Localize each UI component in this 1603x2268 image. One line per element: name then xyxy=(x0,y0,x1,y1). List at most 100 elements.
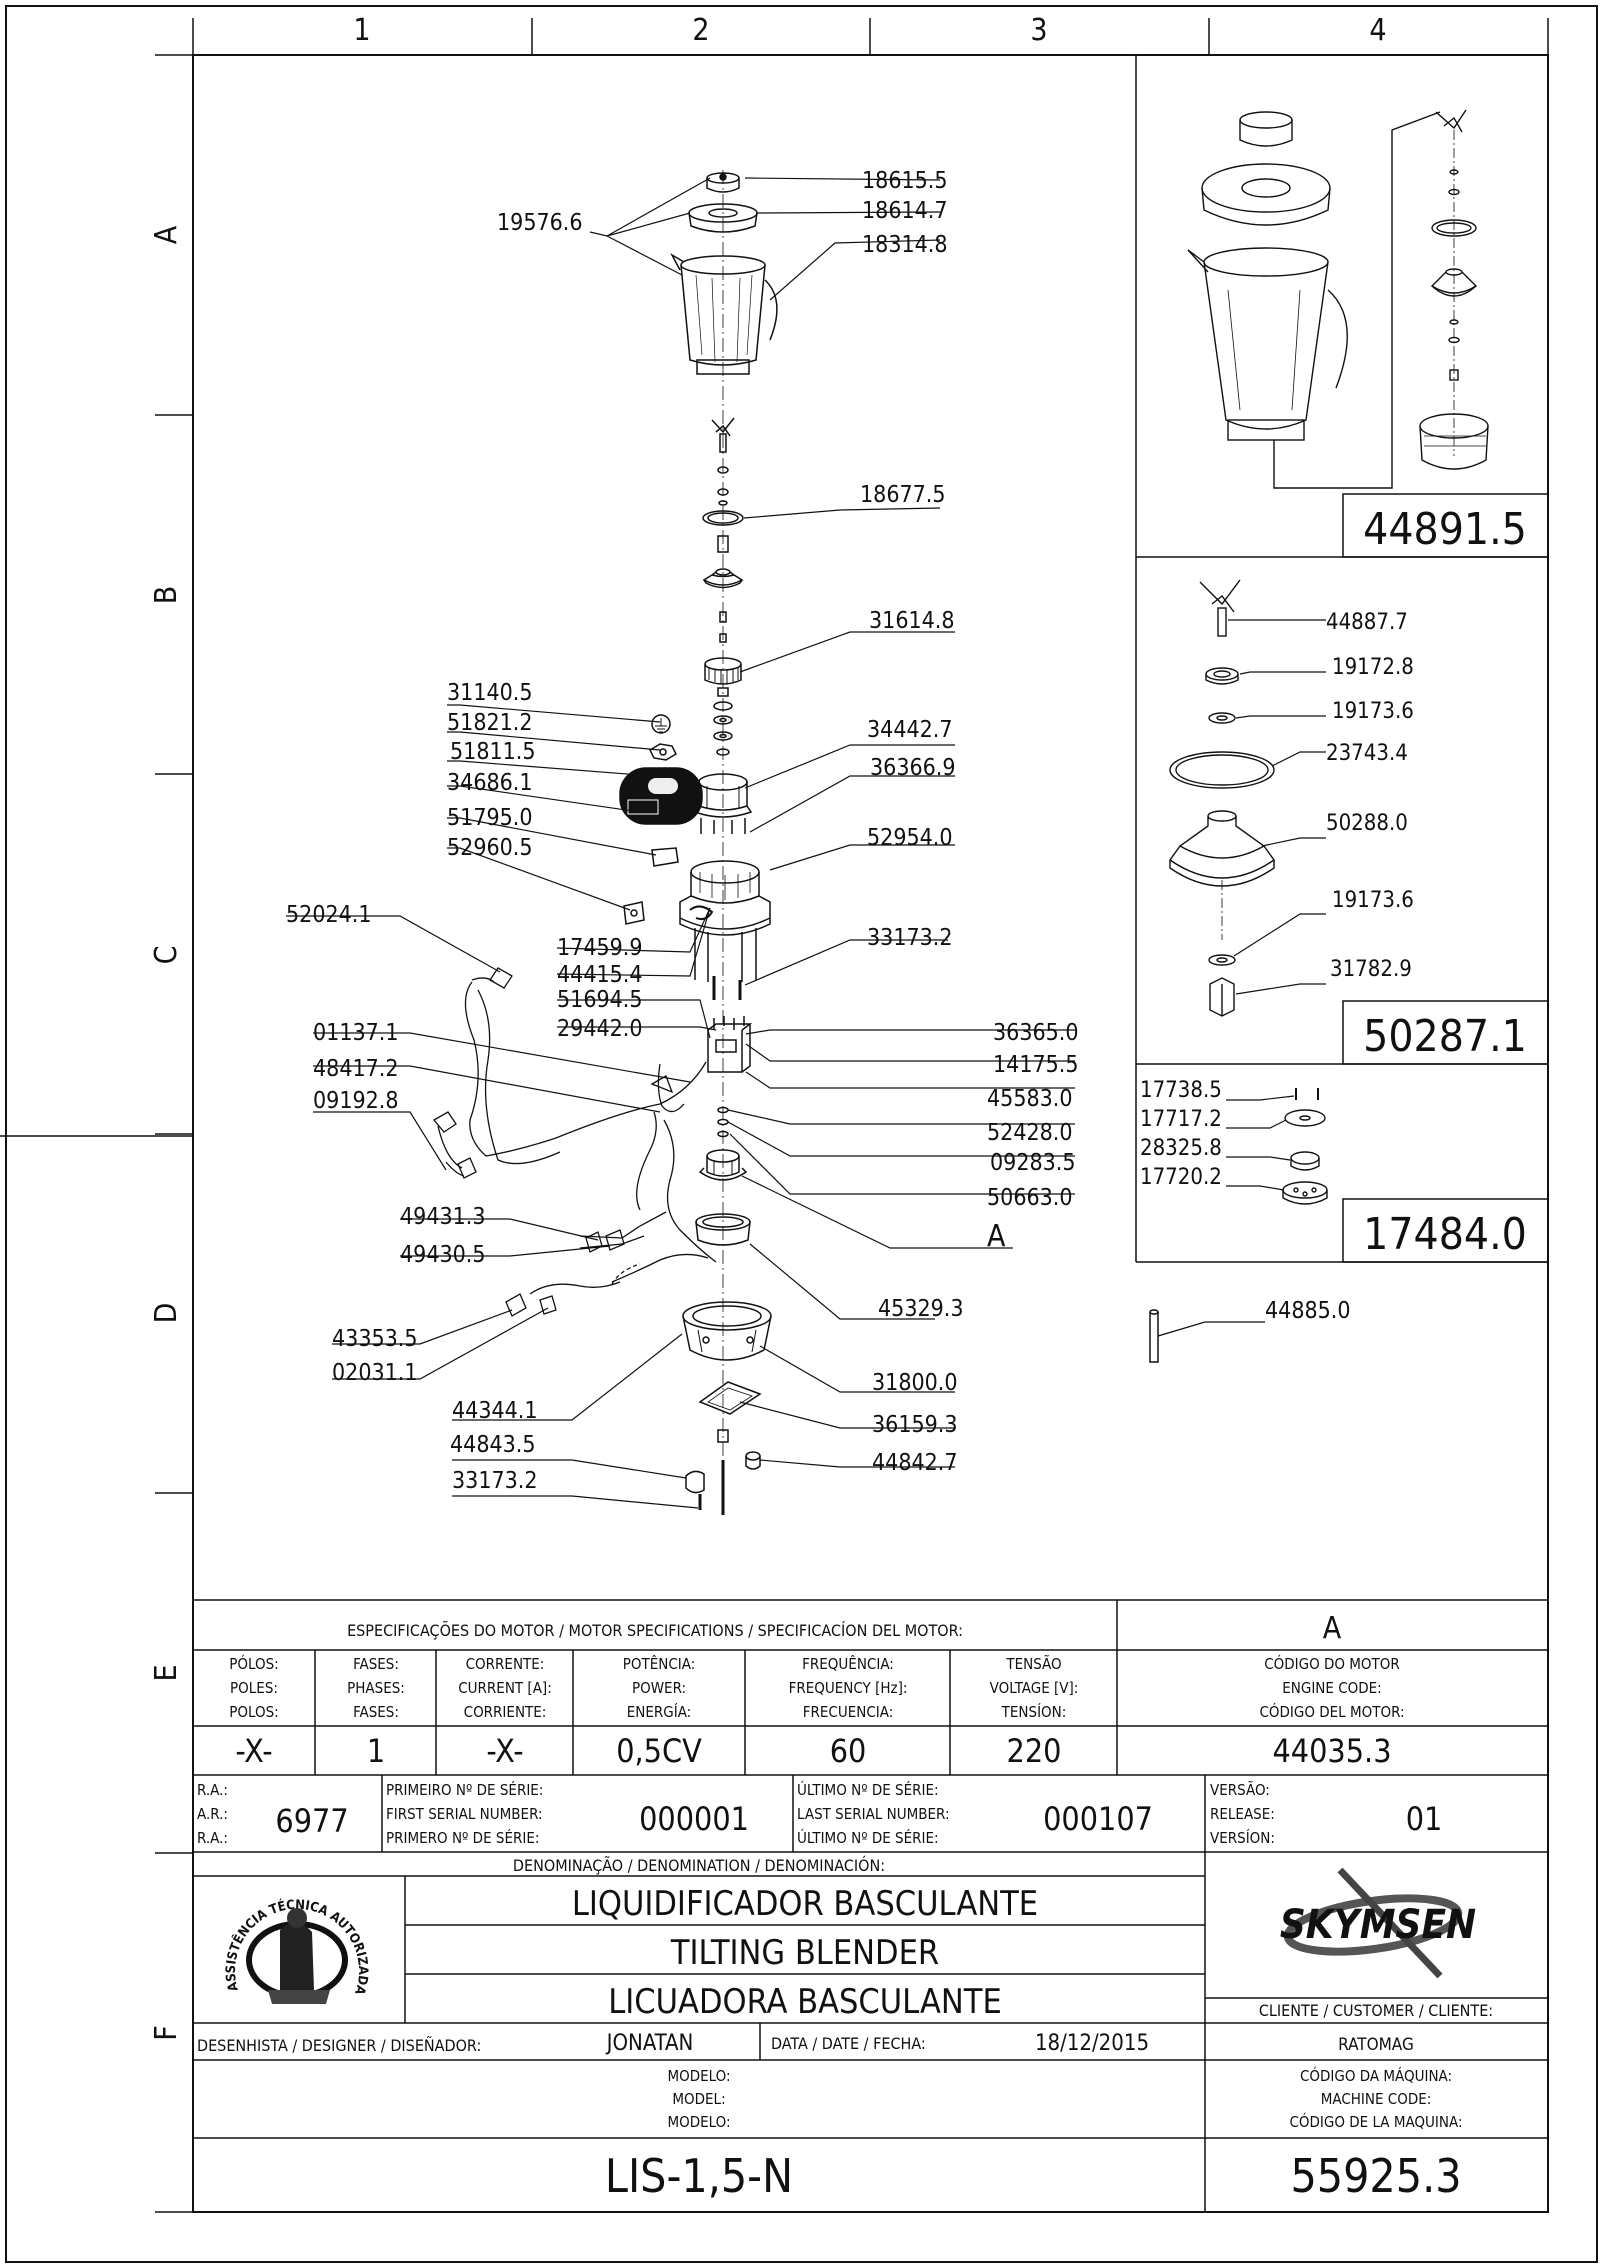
ra-value: 6977 xyxy=(275,1802,348,1840)
spec-column-header: FREQUENCY [Hz]: xyxy=(789,1679,908,1697)
part-number: 19576.6 xyxy=(497,210,583,236)
assembly-code: 44891.5 xyxy=(1363,504,1527,555)
part-number: 17459.9 xyxy=(557,935,643,961)
model-label: MODELO: xyxy=(667,2067,730,2085)
part-number: 17738.5 xyxy=(1140,1078,1222,1103)
part-number: 17720.2 xyxy=(1140,1165,1222,1190)
part-number: 33173.2 xyxy=(452,1468,538,1494)
ring-part xyxy=(695,1213,751,1246)
grid-column-label: 1 xyxy=(353,13,370,48)
brand-logo: SKYMSEN xyxy=(1280,1867,1476,1979)
part-number: 52428.0 xyxy=(987,1120,1073,1146)
client-label: CLIENTE / CUSTOMER / CLIENTE: xyxy=(1259,2001,1493,2020)
part-number: 50288.0 xyxy=(1326,811,1408,836)
motor-spec-table: ESPECIFICAÇÕES DO MOTOR / MOTOR SPECIFIC… xyxy=(193,1599,1548,1776)
spec-column-value: 1 xyxy=(367,1732,385,1770)
part-number: 17717.2 xyxy=(1140,1107,1222,1132)
base-part xyxy=(682,1301,772,1361)
spec-column-header: PÓLOS: xyxy=(229,1654,278,1673)
ra-label: R.A.: xyxy=(197,1829,228,1847)
grid-row-label: A xyxy=(149,225,184,244)
part-number: 14175.5 xyxy=(993,1052,1079,1078)
motor-callout: A xyxy=(1323,1611,1342,1646)
spec-column-value: 60 xyxy=(830,1732,867,1770)
capacitor-part xyxy=(619,767,703,825)
last-serial-label: ÚLTIMO Nº DE SÉRIE: xyxy=(797,1780,939,1799)
callout-a: A xyxy=(987,1219,1006,1254)
spec-column-value: -X- xyxy=(235,1732,272,1770)
part-number: 28325.8 xyxy=(1140,1136,1222,1161)
first-serial-label: PRIMERO Nº DE SÉRIE: xyxy=(386,1828,539,1847)
first-serial-label: FIRST SERIAL NUMBER: xyxy=(386,1805,543,1823)
part-number: 23743.4 xyxy=(1326,741,1408,766)
spec-column-header: CORRIENTE: xyxy=(464,1703,547,1721)
part-number: 09192.8 xyxy=(313,1088,399,1114)
version-value: 01 xyxy=(1406,1800,1443,1838)
part-number: 43353.5 xyxy=(332,1326,418,1352)
spec-column-header: CÓDIGO DEL MOTOR: xyxy=(1259,1702,1404,1721)
product-name-pt: LIQUIDIFICADOR BASCULANTE xyxy=(572,1884,1038,1924)
machine-code-label: CÓDIGO DA MÁQUINA: xyxy=(1300,2066,1452,2085)
grid-row-label: B xyxy=(149,586,184,605)
part-number: 49431.3 xyxy=(400,1204,486,1230)
spec-column-header: FRECUENCIA: xyxy=(803,1703,894,1721)
denomination-label: DENOMINAÇÃO / DENOMINATION / DENOMINACIÓ… xyxy=(513,1856,885,1875)
grid-row-label: F xyxy=(149,2025,184,2041)
machine-code-label: CÓDIGO DE LA MAQUINA: xyxy=(1289,2112,1462,2131)
part-number: 36366.9 xyxy=(870,755,956,781)
washer-part xyxy=(717,466,729,506)
part-number: 44842.7 xyxy=(872,1450,958,1476)
coupling-assembly-part-numbers: 17738.5 17717.2 28325.8 17720.2 xyxy=(1140,1078,1222,1190)
part-number: 44885.0 xyxy=(1265,1298,1351,1324)
switch-part xyxy=(707,1016,753,1073)
part-number: 33173.2 xyxy=(867,925,953,951)
spec-column-header: POTÊNCIA: xyxy=(623,1654,696,1673)
part-number: 44843.5 xyxy=(450,1432,536,1458)
part-number: 52954.0 xyxy=(867,825,953,851)
part-number: 51694.5 xyxy=(557,987,643,1013)
bushing-part xyxy=(717,535,729,553)
assembly-code: 17484.0 xyxy=(1363,1209,1527,1260)
spec-column-header: CURRENT [A]: xyxy=(458,1679,552,1697)
spec-column-header: CÓDIGO DO MOTOR xyxy=(1264,1654,1400,1673)
product-name-en: TILTING BLENDER xyxy=(670,1933,939,1973)
gasket-part xyxy=(623,901,645,925)
version-label: VERSÃO: xyxy=(1210,1780,1270,1799)
coupling-assembly-drawing xyxy=(1226,1088,1328,1205)
detail-panels: 44891.5 50287.1 17484.0 xyxy=(1135,55,1549,1263)
grid-column-label: 3 xyxy=(1030,13,1047,48)
machine-code-value: 55925.3 xyxy=(1290,2149,1461,2203)
part-number: 44415.4 xyxy=(557,962,643,988)
spec-column-header: POLOS: xyxy=(229,1703,278,1721)
spec-column-header: ENGINE CODE: xyxy=(1282,1679,1381,1697)
spec-column-header: PHASES: xyxy=(347,1679,405,1697)
nut-part xyxy=(649,743,677,761)
part-number: 19172.8 xyxy=(1332,655,1414,680)
last-serial-value: 000107 xyxy=(1043,1800,1153,1838)
base-plate-part xyxy=(698,1381,762,1415)
grid-column-label: 4 xyxy=(1369,13,1386,48)
product-name-es: LICUADORA BASCULANTE xyxy=(608,1982,1002,2022)
part-number: 52024.1 xyxy=(286,902,372,928)
brand-name: SKYMSEN xyxy=(1280,1902,1476,1948)
part-number: 31614.8 xyxy=(869,608,955,634)
title-block: DENOMINAÇÃO / DENOMINATION / DENOMINACIÓ… xyxy=(193,1852,1548,2212)
first-serial-label: PRIMEIRO Nº DE SÉRIE: xyxy=(386,1780,543,1799)
designer-label: DESENHISTA / DESIGNER / DISEÑADOR: xyxy=(197,2036,481,2055)
part-number: 19173.6 xyxy=(1332,699,1414,724)
jar-assembly-drawing xyxy=(1187,109,1489,489)
part-number: 34686.1 xyxy=(447,770,533,796)
spec-column-header: FREQUÊNCIA: xyxy=(802,1654,894,1673)
part-number: 48417.2 xyxy=(313,1056,399,1082)
grid-row-label: C xyxy=(149,946,184,965)
bearing-housing-part xyxy=(702,568,744,589)
spec-column-value: 220 xyxy=(1007,1732,1062,1770)
authorized-service-seal: ASSISTÊNCIA TÉCNICA AUTORIZADA xyxy=(224,1898,370,2004)
part-number: 36159.3 xyxy=(872,1412,958,1438)
grid-row-label: E xyxy=(149,1664,184,1681)
first-serial-value: 000001 xyxy=(639,1800,749,1838)
grid-row-label: D xyxy=(149,1303,184,1324)
foot-part xyxy=(685,1429,761,1515)
model-label: MODEL: xyxy=(672,2090,725,2108)
